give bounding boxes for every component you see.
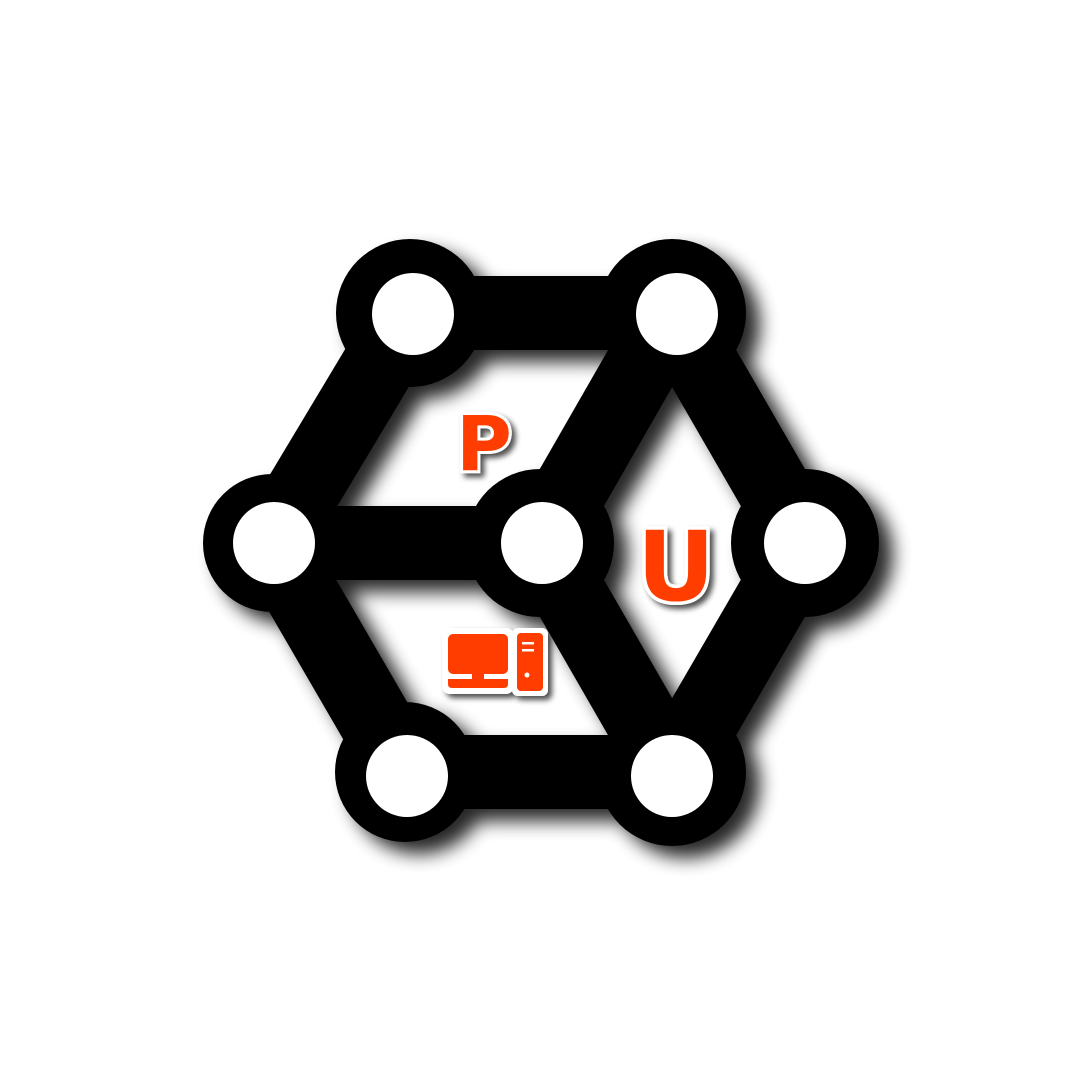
letter-p-badge: P [453, 396, 515, 491]
node-hole-center [501, 502, 583, 584]
node-hole-bottom-left [366, 735, 448, 817]
tower-power-button [524, 672, 530, 678]
letter-u: U [637, 511, 715, 623]
tower-slot-1 [522, 642, 534, 645]
tower-body [517, 633, 543, 691]
node-hole-bottom-right [631, 735, 713, 817]
node-hole-left [233, 502, 315, 584]
letter-u-badge: U [634, 508, 719, 627]
monitor-neck [472, 672, 484, 682]
monitor-screen [448, 634, 508, 674]
desktop-computer-icon [442, 628, 548, 696]
node-hole-right [764, 502, 846, 584]
letter-p: P [456, 399, 512, 488]
monitor-stand [448, 679, 508, 688]
tower-slot-2 [522, 649, 534, 652]
node-holes [233, 273, 846, 817]
node-hole-top-right [636, 273, 718, 355]
node-hole-top-left [372, 273, 454, 355]
